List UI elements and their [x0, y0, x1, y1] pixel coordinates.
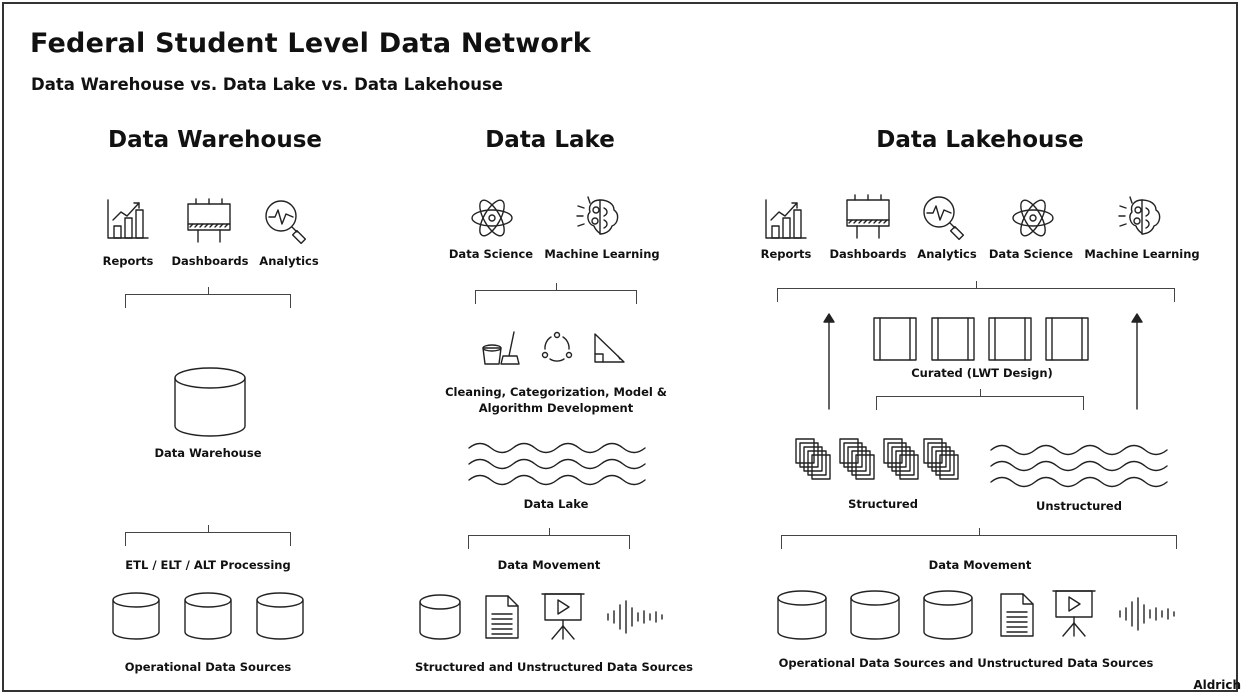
operational-source-cylinder-icon [184, 592, 232, 640]
unstructured-waves-icon [990, 444, 1168, 488]
lakehouse-source-brace [781, 528, 1177, 549]
analytics-icon [265, 200, 307, 245]
categorization-cycle-icon [541, 331, 573, 362]
lake-sources-label: Structured and Unstructured Data Sources [414, 660, 694, 674]
cleaning-icon [482, 331, 520, 365]
curated-label: Curated (LWT Design) [911, 366, 1053, 380]
warehouse-heading: Data Warehouse [108, 127, 322, 153]
curated-table-icon [988, 317, 1032, 361]
author-signature: Aldrich [1193, 678, 1241, 692]
dashboards-icon [187, 198, 231, 243]
up-arrow-icon [823, 313, 835, 410]
audio-waveform-icon [607, 600, 663, 634]
data-science-icon [471, 199, 513, 237]
video-presentation-icon [1052, 590, 1096, 637]
lake-data-movement-label: Data Movement [497, 558, 601, 572]
consumer-label-machine-learning: Machine Learning [544, 247, 660, 261]
curated-brace [876, 389, 1084, 410]
lakehouse-consumer-brace [777, 281, 1175, 302]
machine-learning-icon [1118, 196, 1161, 235]
lake-consumer-brace [475, 283, 637, 304]
operational-source-cylinder-icon [256, 592, 304, 640]
curated-table-icon [1045, 317, 1089, 361]
consumer-label-dashboards: Dashboards [171, 254, 249, 268]
lake-heading: Data Lake [485, 127, 615, 153]
dashboards-icon [846, 194, 890, 239]
consumer-label-analytics: Analytics [917, 247, 977, 261]
curated-table-icon [931, 317, 975, 361]
data-warehouse-cylinder-icon [174, 367, 246, 437]
page-subtitle: Data Warehouse vs. Data Lake vs. Data La… [31, 75, 503, 94]
audio-waveform-icon [1119, 597, 1175, 631]
data-science-icon [1012, 199, 1054, 237]
unstructured-label: Unstructured [1036, 499, 1122, 513]
data-warehouse-label: Data Warehouse [154, 446, 262, 460]
warehouse-sources-label: Operational Data Sources [124, 660, 292, 674]
structured-data-stacks-icon [795, 438, 959, 480]
consumer-label-reports: Reports [102, 254, 154, 268]
operational-source-cylinder-icon [923, 590, 973, 640]
reports-icon [107, 199, 149, 239]
model-triangle-icon [594, 333, 625, 363]
machine-learning-icon [576, 196, 619, 235]
lakehouse-heading: Data Lakehouse [876, 127, 1084, 153]
lake-source-brace [468, 528, 630, 549]
document-icon [1000, 593, 1034, 637]
consumer-label-data-science: Data Science [988, 247, 1074, 261]
data-lake-waves-icon [468, 442, 646, 486]
lake-processing-label: Cleaning, Categorization, Model & Algori… [445, 385, 667, 415]
consumer-label-analytics: Analytics [259, 254, 319, 268]
structured-label: Structured [848, 497, 918, 511]
video-presentation-icon [541, 593, 585, 640]
warehouse-source-brace [125, 525, 291, 546]
page-title: Federal Student Level Data Network [30, 28, 591, 59]
consumer-label-machine-learning: Machine Learning [1084, 247, 1200, 261]
lakehouse-sources-label: Operational Data Sources and Unstructure… [778, 656, 1154, 670]
data-lake-label: Data Lake [523, 497, 589, 511]
structured-source-cylinder-icon [419, 594, 461, 640]
operational-source-cylinder-icon [777, 590, 827, 640]
up-arrow-icon [1131, 313, 1143, 410]
consumer-label-dashboards: Dashboards [829, 247, 907, 261]
operational-source-cylinder-icon [850, 590, 900, 640]
etl-processing-label: ETL / ELT / ALT Processing [125, 558, 291, 572]
lakehouse-data-movement-label: Data Movement [928, 558, 1032, 572]
curated-table-icon [873, 317, 917, 361]
operational-source-cylinder-icon [112, 592, 160, 640]
reports-icon [765, 199, 807, 239]
analytics-icon [923, 196, 965, 241]
consumer-label-reports: Reports [760, 247, 812, 261]
warehouse-consumer-brace [125, 287, 291, 308]
consumer-label-data-science: Data Science [448, 247, 534, 261]
document-icon [485, 595, 519, 639]
